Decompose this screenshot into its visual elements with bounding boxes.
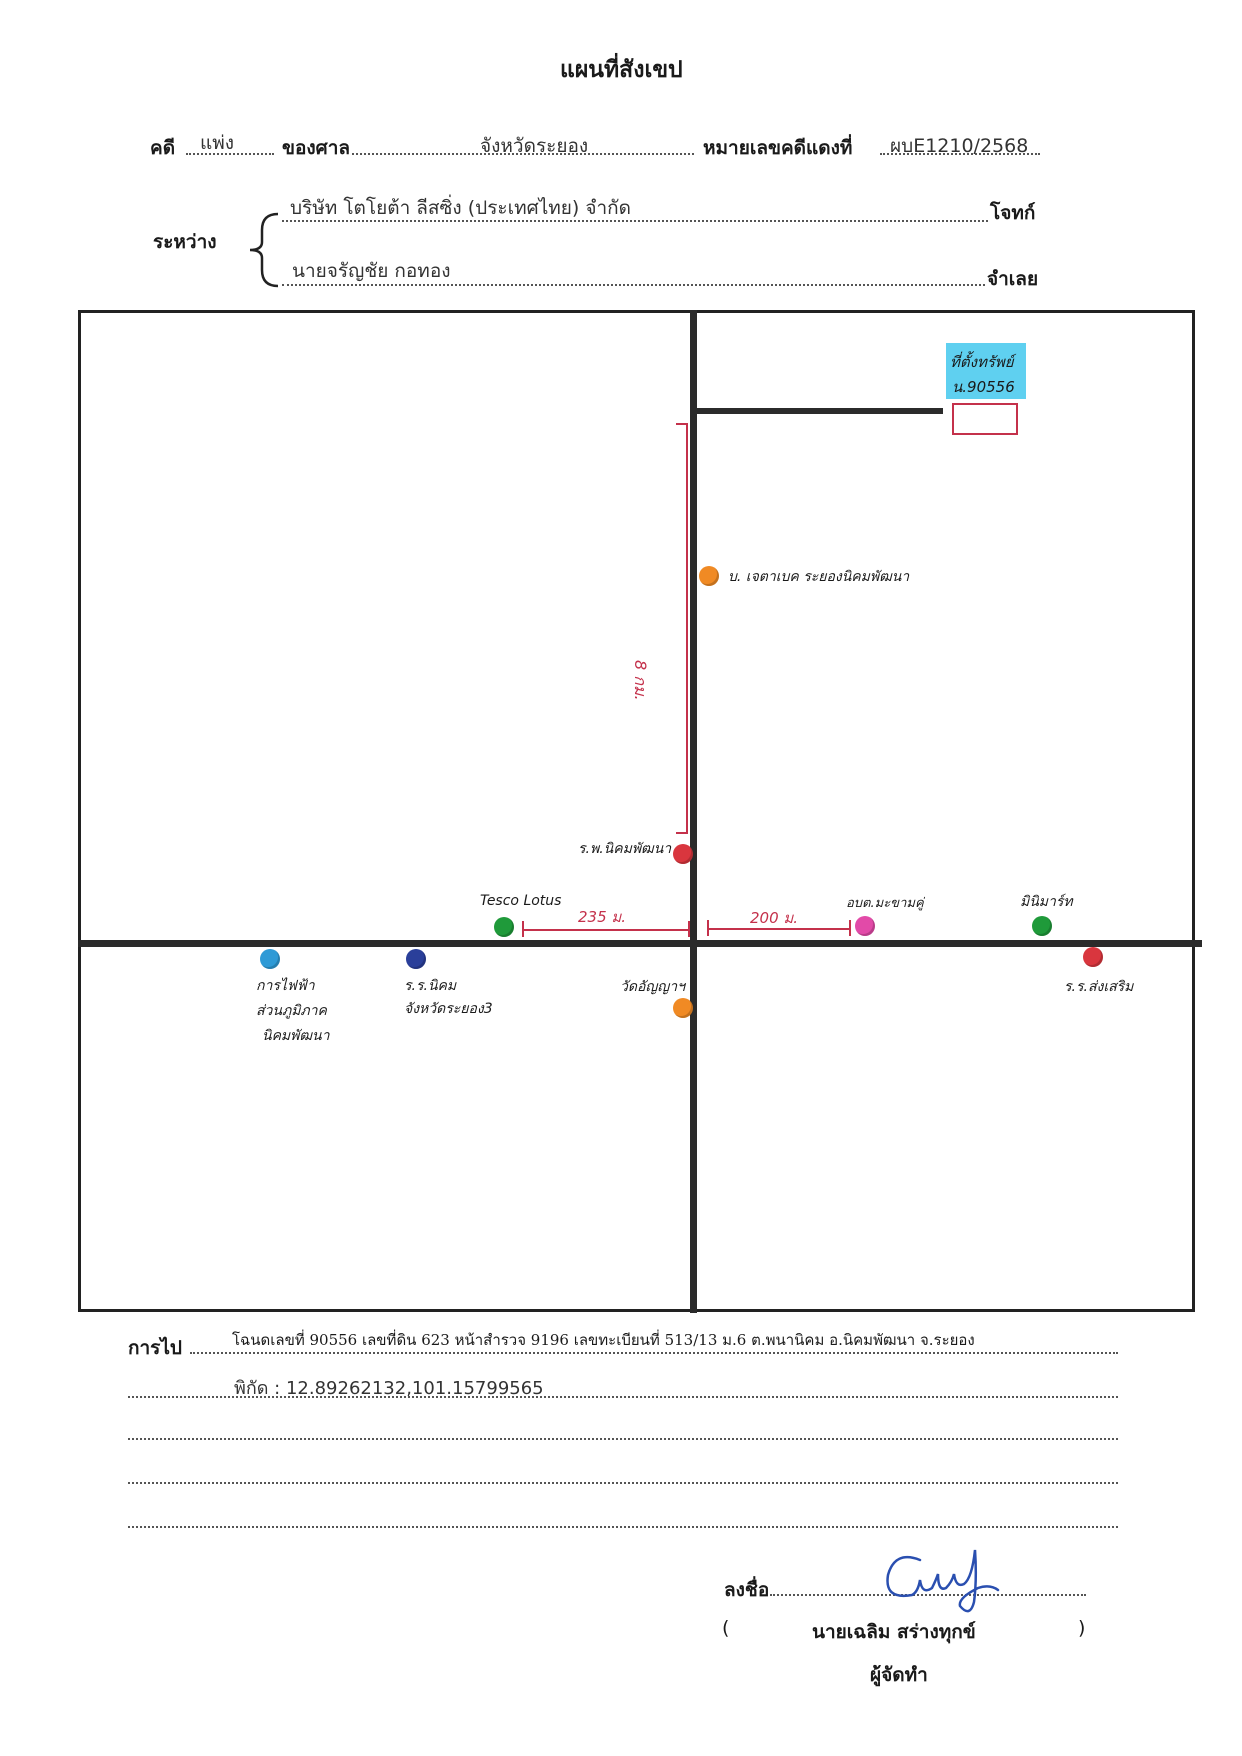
directions-line-1 [190,1352,1118,1354]
school-right-marker [1083,947,1103,967]
red-no-label: หมายเลขคดีแดงที่ [703,137,853,159]
directions-line-4 [128,1482,1118,1484]
distance-line-vertical [686,423,688,833]
name-close-paren: ) [1078,1617,1086,1639]
school-label-2: จังหวัดระยอง3 [404,1001,493,1017]
plaintiff-role: โจทก์ [990,202,1036,224]
case-type-line [186,153,274,155]
distance-line-right-tick-a [707,920,709,936]
defendant-role: จำเลย [987,268,1039,290]
subdistrict-office-label: อบต.มะขามคู่ [846,896,924,911]
tesco-label: Tesco Lotus [480,893,562,909]
property-highlight [946,343,1026,399]
defendant-line [282,284,985,286]
directions-line-5 [128,1526,1118,1528]
distance-line-right-tick-b [849,920,851,936]
directions-label: การไป [128,1337,182,1359]
case-label: คดี [150,137,176,159]
directions-line-2 [128,1396,1118,1398]
electric-authority-label-3: นิคมพัฒนา [262,1028,330,1044]
tesco-marker [494,917,514,937]
distance-line-left [522,929,690,931]
hospital-marker [673,844,693,864]
distance-left-label: 235 ม. [578,908,627,926]
coordinates-text: พิกัด : 12.89262132,101.15799565 [234,1378,544,1399]
electric-authority-label-2: ส่วนภูมิภาค [256,1003,327,1019]
distance-line-left-tick-a [522,921,524,937]
electric-authority-marker [260,949,280,969]
distance-vertical-label: 8 กม. [631,660,650,701]
directions-line-3 [128,1438,1118,1440]
page-title: แผนที่สังเขป [560,57,683,83]
main-road-vertical [690,310,697,1313]
directions-text: โฉนดเลขที่ 90556 เลขที่ดิน 623 หน้าสำรวจ… [232,1331,975,1349]
signer-role: ผู้จัดทำ [870,1664,928,1686]
red-case-number: ผบE1210/2568 [890,135,1029,157]
court-label: ของศาล [282,137,351,159]
distance-line-left-tick-b [688,921,690,937]
school-label-1: ร.ร.นิคม [404,978,457,994]
between-label: ระหว่าง [153,231,217,253]
school-right-label: ร.ร.ส่งเสริม [1064,979,1134,995]
case-type: แพ่ง [200,132,235,154]
school-marker [406,949,426,969]
property-label: ที่ตั้งทรัพย์ [950,353,1014,371]
property-plot [952,403,1018,435]
red-no-line [880,153,1040,155]
sketch-map [78,310,1195,1312]
property-deed-number: น.90556 [952,378,1015,396]
court-line [352,153,694,155]
distance-line-right [707,928,851,930]
court-name: จังหวัดระยอง [480,135,589,157]
temple-marker [673,998,693,1018]
brace-icon [249,212,279,288]
handwritten-signature [886,1549,1000,1613]
sign-line [770,1594,1086,1596]
subdistrict-office-marker [855,916,875,936]
distance-right-label: 200 ม. [750,909,799,927]
minimart-marker [1032,916,1052,936]
defendant-name: นายจรัญชัย กอทอง [292,260,451,282]
temple-label: วัดอัญญาฯ [620,979,685,995]
branch-road [697,408,943,414]
company-marker [699,566,719,586]
distance-line-vertical-top-tick [676,423,688,425]
plaintiff-name: บริษัท โตโยต้า ลีสซิ่ง (ประเทศไทย) จำกัด [290,197,632,219]
sign-label: ลงชื่อ [724,1579,770,1601]
distance-line-vertical-bottom-tick [676,832,688,834]
minimart-label: มินิมาร์ท [1020,894,1073,910]
hospital-label: ร.พ.นิคมพัฒนา [578,841,672,857]
electric-authority-label-1: การไฟฟ้า [256,978,315,994]
company-label: บ. เจตาเบค ระยองนิคมพัฒนา [728,569,910,585]
main-road-horizontal [78,940,1202,947]
signer-name: นายเฉลิม สร่างทุกข์ [812,1621,976,1643]
name-open-paren: ( [722,1617,730,1639]
plaintiff-line [282,220,988,222]
